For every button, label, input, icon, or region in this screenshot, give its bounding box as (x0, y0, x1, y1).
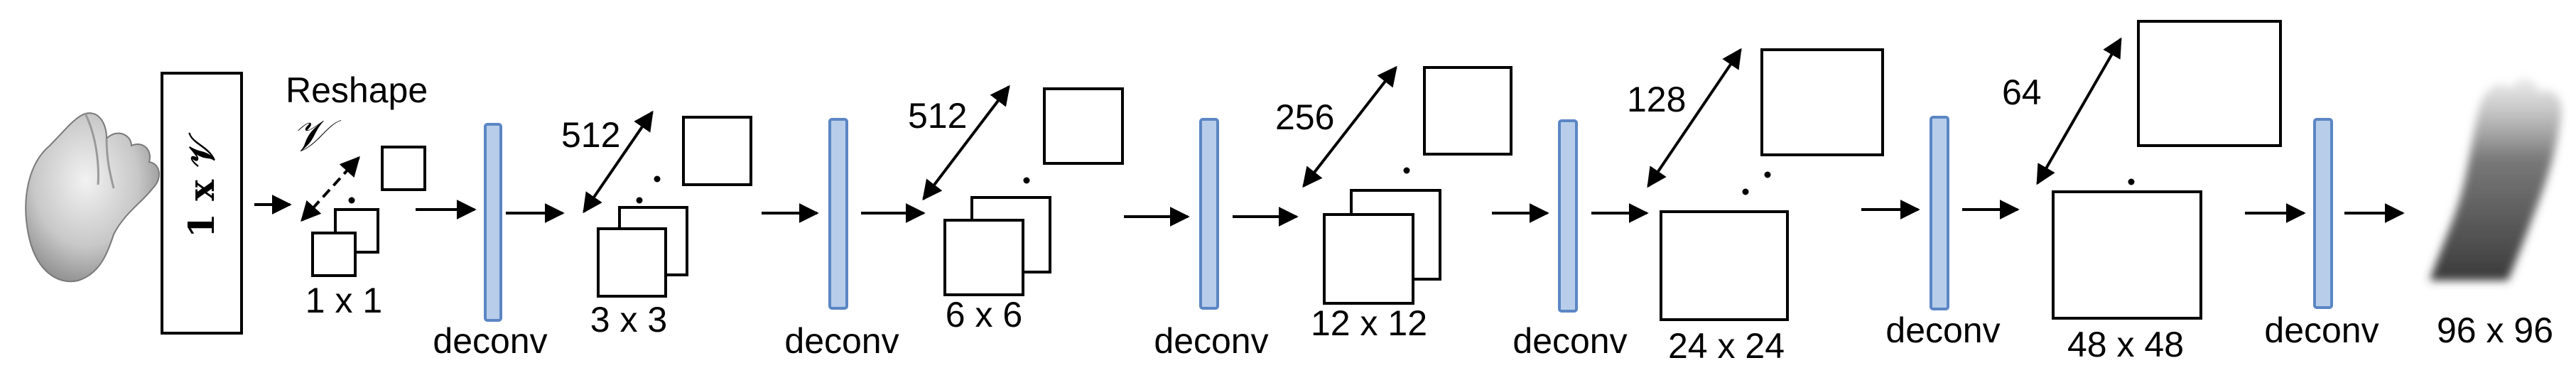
stage1-depth-arrow (583, 110, 654, 214)
stage2-square-front (943, 219, 1024, 296)
deconv-label-6: deconv (2264, 310, 2379, 350)
deconv-label-2: deconv (784, 321, 899, 361)
stage4-channels-label: 128 (1627, 80, 1687, 119)
deconv-label-4: deconv (1512, 321, 1628, 361)
deconv-bar-5 (1930, 116, 1949, 310)
stage4-square-front (1660, 210, 1789, 321)
input-hand-image (25, 112, 160, 283)
input-vector-box (161, 72, 243, 335)
stage5-channels-label: 64 (2002, 72, 2042, 112)
deconv-bar-2 (828, 118, 848, 310)
stage3-square-front (1323, 213, 1414, 305)
stage3-channels-label: 256 (1275, 97, 1335, 137)
stage0-dot (348, 197, 355, 204)
input-vector-label: 1 x 𝒱 (180, 137, 222, 238)
deconv-label-3: deconv (1154, 321, 1269, 361)
deconv-bar-6 (2313, 118, 2333, 309)
stage3-size-label: 12 x 12 (1310, 303, 1428, 343)
stage4-dot-a (1742, 188, 1749, 195)
stage5-square-far (2137, 20, 2282, 147)
stage0-size-label: 1 x 1 (305, 281, 383, 320)
deconv-label-1: deconv (433, 321, 548, 361)
stage3-dot (1403, 167, 1410, 174)
stage0-depth-arrow (301, 156, 360, 222)
stage2-square-far (1043, 87, 1124, 165)
stage1-square-front (597, 227, 667, 298)
stage1-channels-label: 512 (561, 115, 621, 155)
stage5-depth-arrow (2036, 37, 2122, 185)
stage1-dot-a (636, 197, 643, 204)
deconv-bar-3 (1199, 118, 1219, 310)
stage5-dot (2128, 178, 2135, 185)
stage4-size-label: 24 x 24 (1667, 326, 1785, 366)
stage1-size-label: 3 x 3 (590, 300, 668, 340)
stage2-channels-label: 512 (908, 96, 968, 136)
output-size-label: 96 x 96 (2436, 310, 2554, 350)
stage0-square-front (311, 232, 357, 277)
stage1-square-far (682, 116, 752, 186)
output-depth-image (2430, 78, 2562, 281)
stage3-depth-arrow (1302, 65, 1397, 188)
stage4-dot-b (1764, 171, 1771, 178)
deconv-bar-1 (484, 123, 502, 322)
stage4-square-far (1760, 48, 1884, 156)
stage4-depth-arrow (1647, 48, 1742, 188)
deconv-bar-4 (1558, 119, 1578, 313)
deconv-label-5: deconv (1885, 310, 2001, 350)
stage0-square-far (381, 146, 426, 191)
stage2-dot (1023, 177, 1030, 184)
stage5-size-label: 48 x 48 (2067, 325, 2185, 364)
stage2-size-label: 6 x 6 (945, 295, 1023, 335)
reshape-label: Reshape (286, 70, 428, 110)
stage1-dot-b (654, 175, 661, 183)
latent-symbol-label: 𝒱 (291, 109, 328, 161)
stage2-depth-arrow (922, 85, 1010, 201)
stage3-square-far (1423, 66, 1512, 156)
stage5-square-front (2052, 190, 2202, 320)
